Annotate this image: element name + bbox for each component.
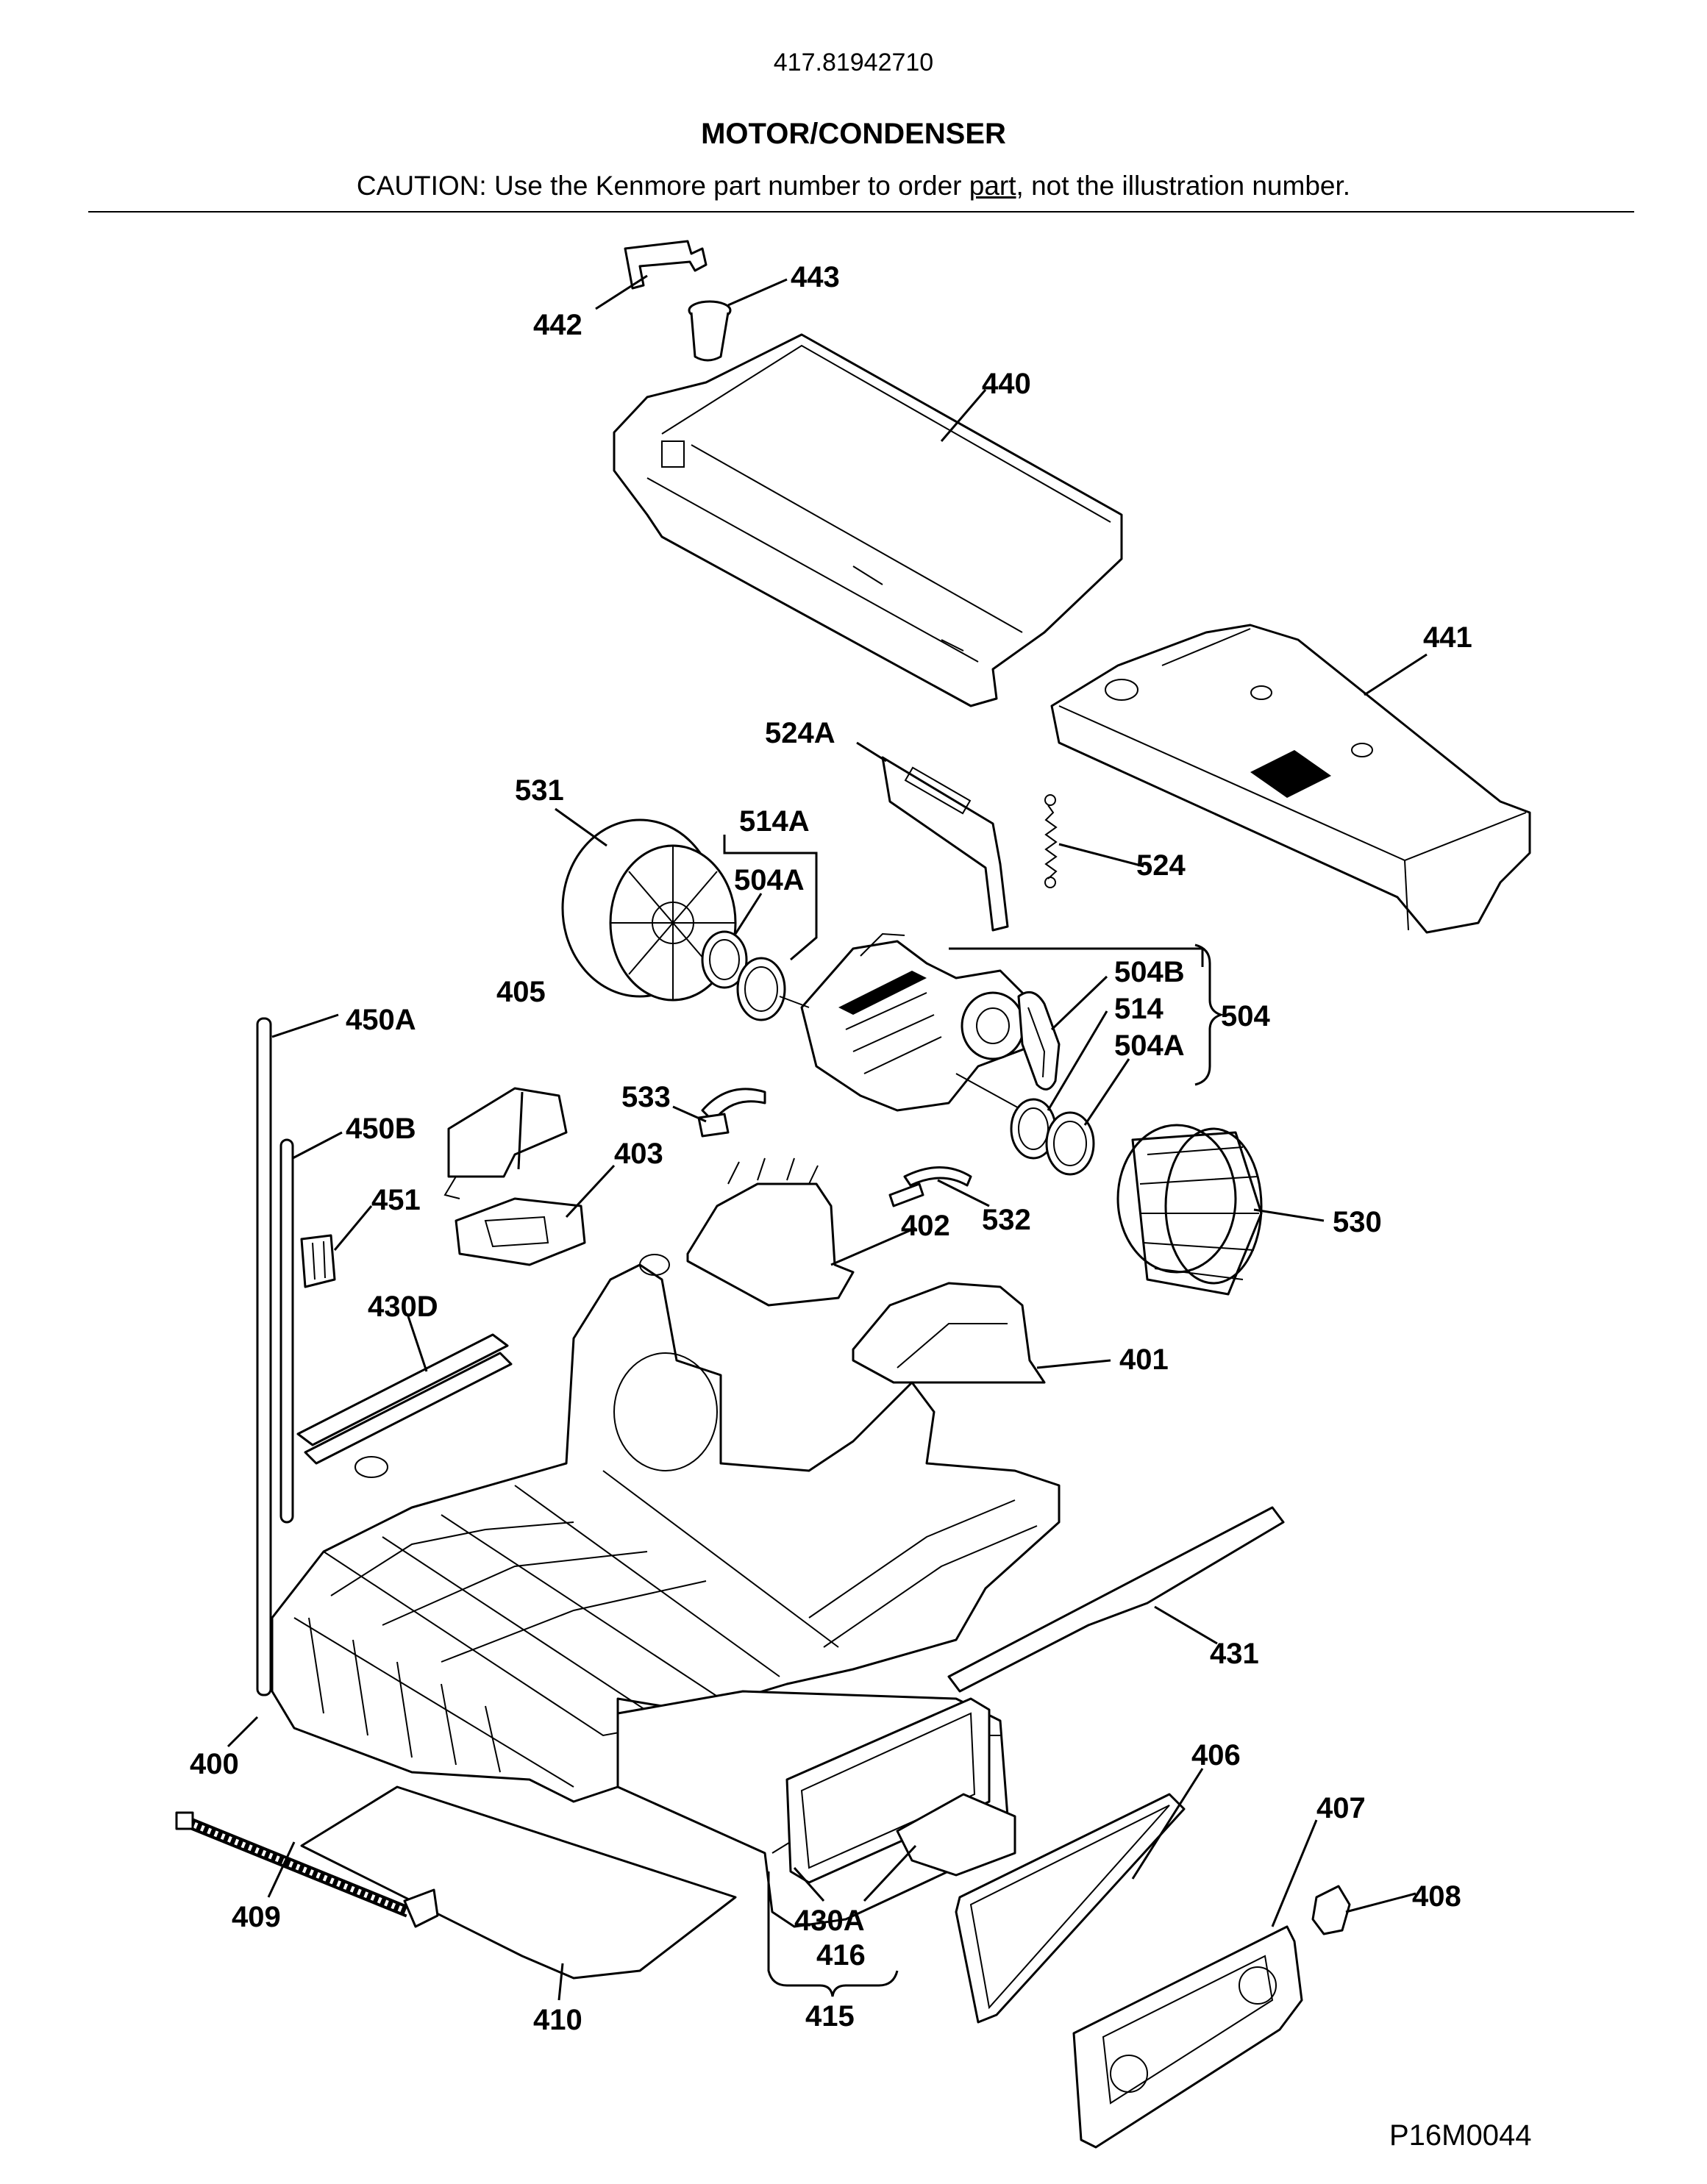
- header-divider: [88, 211, 1634, 213]
- part-530-blower-wheel: [1116, 1124, 1263, 1296]
- callout-430d: 430D: [368, 1291, 438, 1323]
- part-415-condenser-assembly: [616, 1690, 1016, 1928]
- caution-suffix: , not the illustration number.: [1016, 171, 1351, 201]
- part-400-base: [271, 1254, 1061, 1803]
- callout-403: 403: [614, 1138, 663, 1170]
- callout-401: 401: [1119, 1343, 1169, 1376]
- part-524-spring: [1044, 794, 1058, 888]
- callout-410: 410: [533, 2004, 582, 2036]
- callout-431: 431: [1210, 1638, 1259, 1670]
- callout-415: 415: [805, 2000, 855, 2033]
- part-406-gasket: [955, 1793, 1186, 2024]
- callout-451: 451: [371, 1184, 421, 1216]
- part-408-latch: [1311, 1885, 1351, 1935]
- model-number: 417.81942710: [773, 49, 934, 76]
- part-440-condenser-cover: [613, 333, 1123, 707]
- part-504-motor: [779, 932, 1038, 1115]
- callout-504b: 504B: [1114, 956, 1185, 988]
- drawing-id: P16M0044: [1389, 2119, 1532, 2152]
- callout-531: 531: [515, 774, 564, 807]
- callout-450b: 450B: [346, 1113, 416, 1145]
- part-409-hose: [175, 1811, 439, 1928]
- part-451-bracket: [300, 1234, 336, 1288]
- callout-408: 408: [1412, 1880, 1461, 1913]
- callout-530: 530: [1333, 1206, 1382, 1238]
- part-403-control: [455, 1197, 586, 1266]
- part-431-gasket: [947, 1506, 1285, 1693]
- caution-prefix: CAUTION: Use the Kenmore part number to …: [356, 171, 969, 201]
- callout-514a: 514A: [739, 805, 810, 838]
- part-441-condenser: [1050, 624, 1531, 934]
- part-524a-bracket: [881, 756, 1009, 932]
- part-504a-seal-right: [1010, 1098, 1095, 1176]
- callout-533: 533: [621, 1081, 671, 1113]
- part-402-duct: [686, 1157, 855, 1307]
- part-430d-gasket: [296, 1333, 513, 1465]
- part-533-clamp: [697, 1088, 766, 1138]
- part-401-duct: [852, 1282, 1046, 1384]
- callout-400: 400: [190, 1748, 239, 1780]
- part-450b-rod: [279, 1138, 294, 1524]
- section-title: MOTOR/CONDENSER: [701, 118, 1006, 150]
- callout-406: 406: [1191, 1739, 1241, 1771]
- callout-441: 441: [1423, 621, 1472, 654]
- callout-504a-right: 504A: [1114, 1029, 1185, 1062]
- callout-504: 504: [1221, 1000, 1270, 1032]
- callout-450a: 450A: [346, 1004, 416, 1036]
- callout-407: 407: [1316, 1792, 1366, 1824]
- callout-409: 409: [232, 1901, 281, 1933]
- caution-underlined-word: part: [969, 171, 1016, 201]
- part-504a-seal-left: [701, 930, 786, 1021]
- part-532-clamp: [888, 1166, 972, 1207]
- part-450a-rod: [256, 1017, 272, 1696]
- callout-442: 442: [533, 309, 582, 341]
- callout-443: 443: [791, 261, 840, 293]
- callout-524a: 524A: [765, 717, 835, 749]
- part-504b-belt: [1017, 991, 1061, 1091]
- part-443-cup: [688, 300, 732, 362]
- callout-524: 524: [1136, 849, 1186, 882]
- callout-430a: 430A: [794, 1905, 865, 1937]
- callout-532: 532: [982, 1204, 1031, 1236]
- part-442-bracket: [624, 240, 708, 290]
- callout-504a-left: 504A: [734, 864, 805, 896]
- leader-lines: [227, 274, 1428, 2001]
- callout-514: 514: [1114, 993, 1163, 1025]
- callout-402: 402: [901, 1210, 950, 1242]
- part-410-base-panel: [300, 1785, 737, 1980]
- callout-440: 440: [982, 368, 1031, 400]
- caution-note: CAUTION: Use the Kenmore part number to …: [0, 171, 1707, 201]
- callout-416: 416: [816, 1939, 866, 1971]
- part-405-bracket: [443, 1087, 568, 1199]
- callout-405: 405: [496, 976, 546, 1008]
- part-407-door: [1072, 1925, 1303, 2149]
